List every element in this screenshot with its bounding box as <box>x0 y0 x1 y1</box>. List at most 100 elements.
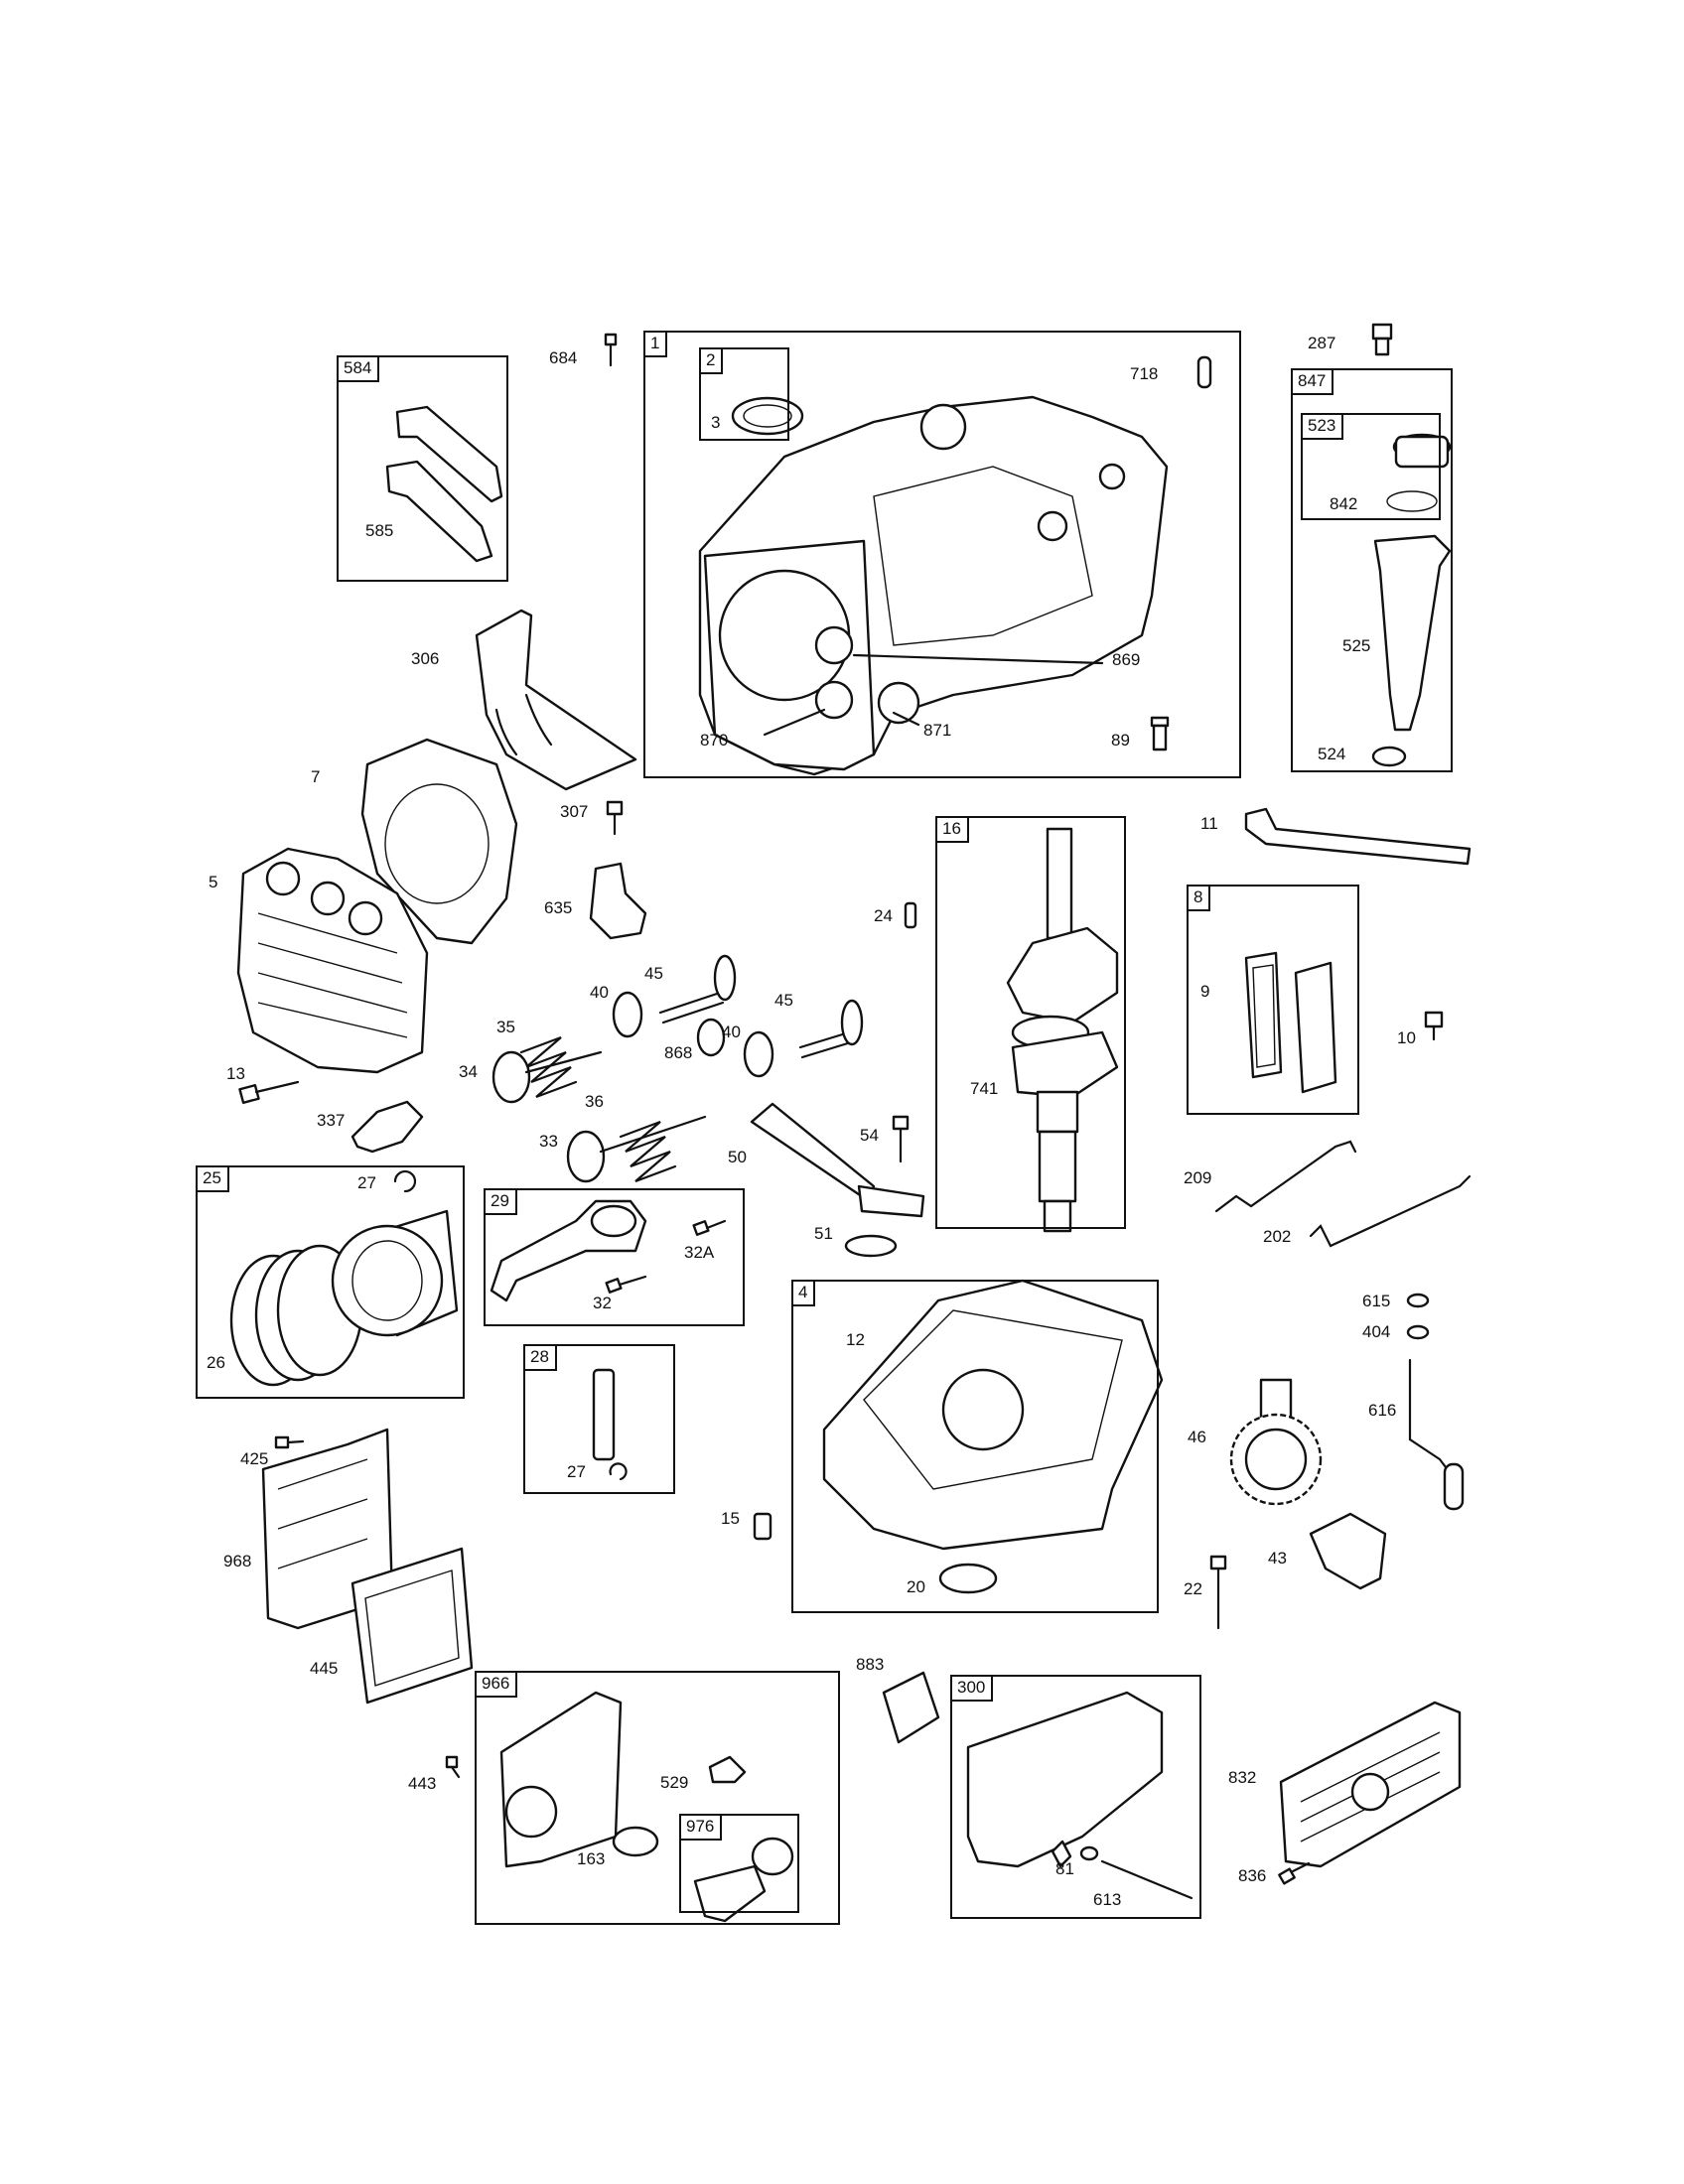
box-4: 4 <box>791 1280 1159 1613</box>
cylinder-head-5-drawing <box>236 847 429 1074</box>
part-32a-label: 32A <box>684 1243 715 1262</box>
part-9-label: 9 <box>1200 982 1210 1001</box>
springs-drawing <box>491 1035 707 1183</box>
head-gasket-7-drawing <box>360 738 518 945</box>
part-45a-label: 45 <box>644 964 663 983</box>
box-1-label: 1 <box>645 333 668 357</box>
box-4-label: 4 <box>793 1282 816 1306</box>
pin-89-drawing <box>1150 716 1170 751</box>
part-842-label: 842 <box>1330 494 1358 513</box>
plug-15-drawing <box>753 1512 772 1541</box>
part-12-label: 12 <box>846 1330 865 1349</box>
part-616-label: 616 <box>1368 1401 1397 1420</box>
box-966: 966 <box>475 1671 840 1925</box>
part-51-label: 51 <box>814 1224 833 1243</box>
plug-287-drawing <box>1371 323 1393 356</box>
box-976: 976 <box>679 1814 799 1913</box>
box-300-label: 300 <box>952 1677 994 1702</box>
part-718-label: 718 <box>1130 364 1159 383</box>
part-443-label: 443 <box>408 1774 437 1793</box>
bolt-22-drawing <box>1209 1555 1227 1630</box>
part-81-label: 81 <box>1055 1859 1074 1878</box>
screw-307-drawing <box>606 800 624 836</box>
screw-443-drawing <box>445 1755 461 1779</box>
part-24-label: 24 <box>874 906 893 925</box>
part-832-label: 832 <box>1228 1768 1257 1787</box>
box-523-label: 523 <box>1303 415 1344 440</box>
screw-10-drawing <box>1424 1011 1444 1041</box>
part-337-label: 337 <box>317 1111 346 1130</box>
part-50-label: 50 <box>728 1148 747 1166</box>
sump-12-drawing <box>822 1279 1164 1594</box>
cylinder-block-drawing <box>698 395 1169 776</box>
box-2: 2 <box>699 347 789 441</box>
part-425-label: 425 <box>240 1449 269 1468</box>
gasket-883-drawing <box>882 1671 940 1744</box>
box-16-label: 16 <box>937 818 969 843</box>
part-26-label: 26 <box>207 1353 225 1372</box>
part-54-label: 54 <box>860 1126 879 1145</box>
spring-202-drawing <box>1214 1140 1472 1248</box>
tube-50-drawing <box>750 1102 925 1218</box>
part-585-label: 585 <box>365 521 394 540</box>
washers-drawing <box>1406 1293 1430 1340</box>
part-836-label: 836 <box>1238 1866 1267 1885</box>
part-404-label: 404 <box>1362 1322 1391 1341</box>
retainer-40-drawing <box>612 991 774 1078</box>
part-13-label: 13 <box>226 1064 245 1083</box>
intake-966-drawing <box>499 1691 747 1868</box>
box-2-label: 2 <box>701 349 724 374</box>
clip-27b-drawing <box>609 1462 628 1481</box>
connecting-rod-32-drawing <box>490 1199 727 1302</box>
plate-9-drawing <box>1244 951 1337 1094</box>
shroud-306-drawing <box>475 609 637 791</box>
piston-26-drawing <box>229 1209 459 1387</box>
part-7-label: 7 <box>311 767 321 786</box>
rod-11-drawing <box>1244 807 1472 866</box>
dipstick-tube-drawing <box>1371 433 1452 767</box>
part-524-label: 524 <box>1318 745 1346 763</box>
part-684-label: 684 <box>549 348 578 367</box>
air-cleaner-968-drawing <box>261 1428 474 1705</box>
part-635-label: 635 <box>544 898 573 917</box>
part-46-label: 46 <box>1188 1428 1206 1446</box>
part-45b-label: 45 <box>774 991 793 1010</box>
box-847-label: 847 <box>1293 370 1334 395</box>
part-20-label: 20 <box>907 1577 925 1596</box>
part-307-label: 307 <box>560 802 589 821</box>
screw-425-drawing <box>274 1435 305 1449</box>
part-32-label: 32 <box>593 1294 612 1312</box>
box-8-label: 8 <box>1189 887 1211 911</box>
box-976-label: 976 <box>681 1816 723 1841</box>
box-584-label: 584 <box>339 357 380 382</box>
crankshaft-741-drawing <box>1006 827 1119 1233</box>
box-29-label: 29 <box>486 1190 517 1215</box>
part-27b-label: 27 <box>567 1462 586 1481</box>
part-306-label: 306 <box>411 649 440 668</box>
gasket-51-drawing <box>844 1234 898 1258</box>
part-27a-label: 27 <box>357 1173 376 1192</box>
lever-616-drawing <box>1408 1358 1465 1511</box>
box-28-label: 28 <box>525 1346 557 1371</box>
part-35-label: 35 <box>496 1018 515 1036</box>
box-1: 1 <box>643 331 1241 778</box>
part-22-label: 22 <box>1184 1579 1202 1598</box>
part-525-label: 525 <box>1342 636 1371 655</box>
part-40b-label: 40 <box>722 1023 741 1041</box>
box-847: 847 <box>1291 368 1453 772</box>
part-33-label: 33 <box>539 1132 558 1151</box>
part-5-label: 5 <box>209 873 218 891</box>
part-445-label: 445 <box>310 1659 339 1678</box>
part-11-label: 11 <box>1200 814 1218 833</box>
part-15-label: 15 <box>721 1509 740 1528</box>
part-34-label: 34 <box>459 1062 478 1081</box>
box-523: 523 <box>1301 413 1441 520</box>
pin-24-drawing <box>904 901 917 929</box>
part-209-label: 209 <box>1184 1168 1212 1187</box>
box-16: 16 <box>935 816 1126 1229</box>
piston-pin-28-drawing <box>592 1368 616 1461</box>
part-89-label: 89 <box>1111 731 1130 750</box>
part-870-label: 870 <box>700 731 729 750</box>
valve-45-drawing <box>658 954 864 1059</box>
